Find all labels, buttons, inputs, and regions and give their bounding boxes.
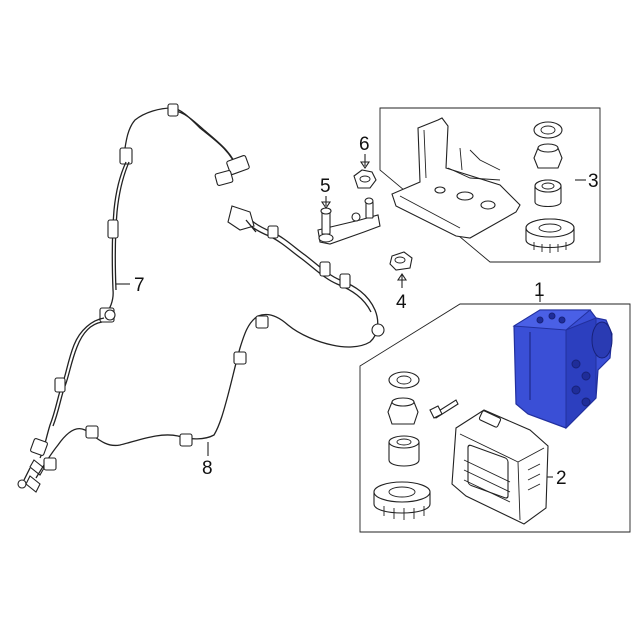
callout-5: 5: [320, 176, 331, 197]
module-grommet[interactable]: [373, 481, 431, 520]
front-sensor-harness[interactable]: [17, 103, 250, 489]
callout-8: 8: [202, 458, 213, 479]
bolt-part[interactable]: [389, 251, 413, 271]
abs-control-module[interactable]: [451, 409, 549, 525]
isolator-bushing[interactable]: [534, 179, 562, 208]
module-bushing[interactable]: [388, 435, 420, 467]
callout-2: 2: [556, 468, 567, 489]
callout-4: 4: [396, 292, 407, 313]
isolator-grommet[interactable]: [525, 218, 575, 253]
bracket-kit-box: [379, 107, 601, 263]
bracket-stud-assembly[interactable]: [317, 197, 381, 245]
callout-1: 1: [534, 280, 545, 301]
isolator-washer[interactable]: [533, 121, 563, 139]
module-washer[interactable]: [388, 371, 420, 389]
module-sleeve[interactable]: [387, 397, 419, 425]
callout-7: 7: [134, 275, 145, 296]
rear-sensor-harness[interactable]: [25, 205, 385, 493]
callout-6: 6: [359, 134, 370, 155]
leader-lines: [116, 154, 586, 478]
abs-module-box: [359, 303, 631, 533]
module-bolt[interactable]: [429, 399, 459, 419]
nut-part[interactable]: [353, 169, 377, 189]
callout-3: 3: [588, 171, 599, 192]
isolator-sleeve[interactable]: [533, 143, 563, 169]
mounting-bracket[interactable]: [391, 117, 521, 239]
abs-hydraulic-unit[interactable]: [512, 309, 613, 430]
callout-labels: 1 2 3 4 5 6 7 8: [134, 134, 599, 489]
